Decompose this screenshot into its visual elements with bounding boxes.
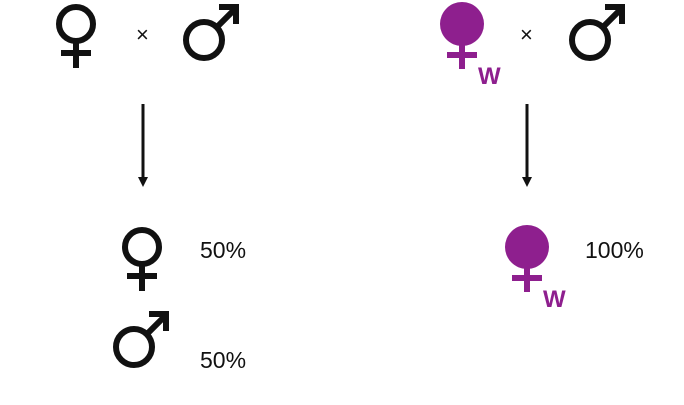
left-male-percent: 50% [200, 347, 246, 373]
right-parent-female: W [440, 2, 501, 90]
right-offspring-female-subscript: W [543, 286, 566, 313]
female-symbol-icon [122, 227, 162, 291]
right-offspring-female: W [505, 225, 566, 313]
male-symbol-icon [569, 4, 625, 61]
infected-female-symbol-icon [440, 2, 484, 69]
left-offspring-female [122, 227, 162, 291]
female-symbol-icon [56, 4, 96, 68]
right-parent-female-subscript: W [478, 63, 501, 90]
right-female-percent: 100% [585, 237, 644, 263]
right-cross-operator: × [520, 22, 533, 47]
infected-female-symbol-icon [505, 225, 549, 292]
left-parent-male [183, 4, 239, 61]
male-symbol-icon [183, 4, 239, 61]
left-parent-female [56, 4, 96, 68]
left-cross-operator: × [136, 22, 149, 47]
left-offspring-male [113, 311, 169, 368]
male-symbol-icon [113, 311, 169, 368]
left-female-percent: 50% [200, 237, 246, 263]
right-parent-male [569, 4, 625, 61]
